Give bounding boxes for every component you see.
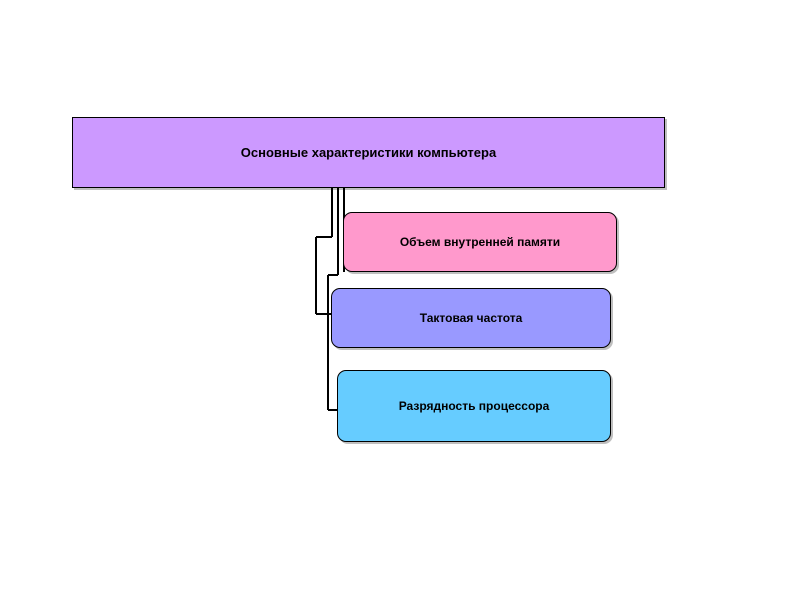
child-node-clock-speed-label: Тактовая частота [419,311,523,325]
root-node: Основные характеристики компьютера [72,117,665,188]
child-node-memory: Объем внутренней памяти [343,212,617,272]
root-node-label: Основные характеристики компьютера [240,145,497,160]
child-node-memory-label: Объем внутренней памяти [399,235,561,249]
child-node-bit-width: Разрядность процессора [337,370,611,442]
child-node-clock-speed: Тактовая частота [331,288,611,348]
child-node-bit-width-label: Разрядность процессора [398,399,550,413]
